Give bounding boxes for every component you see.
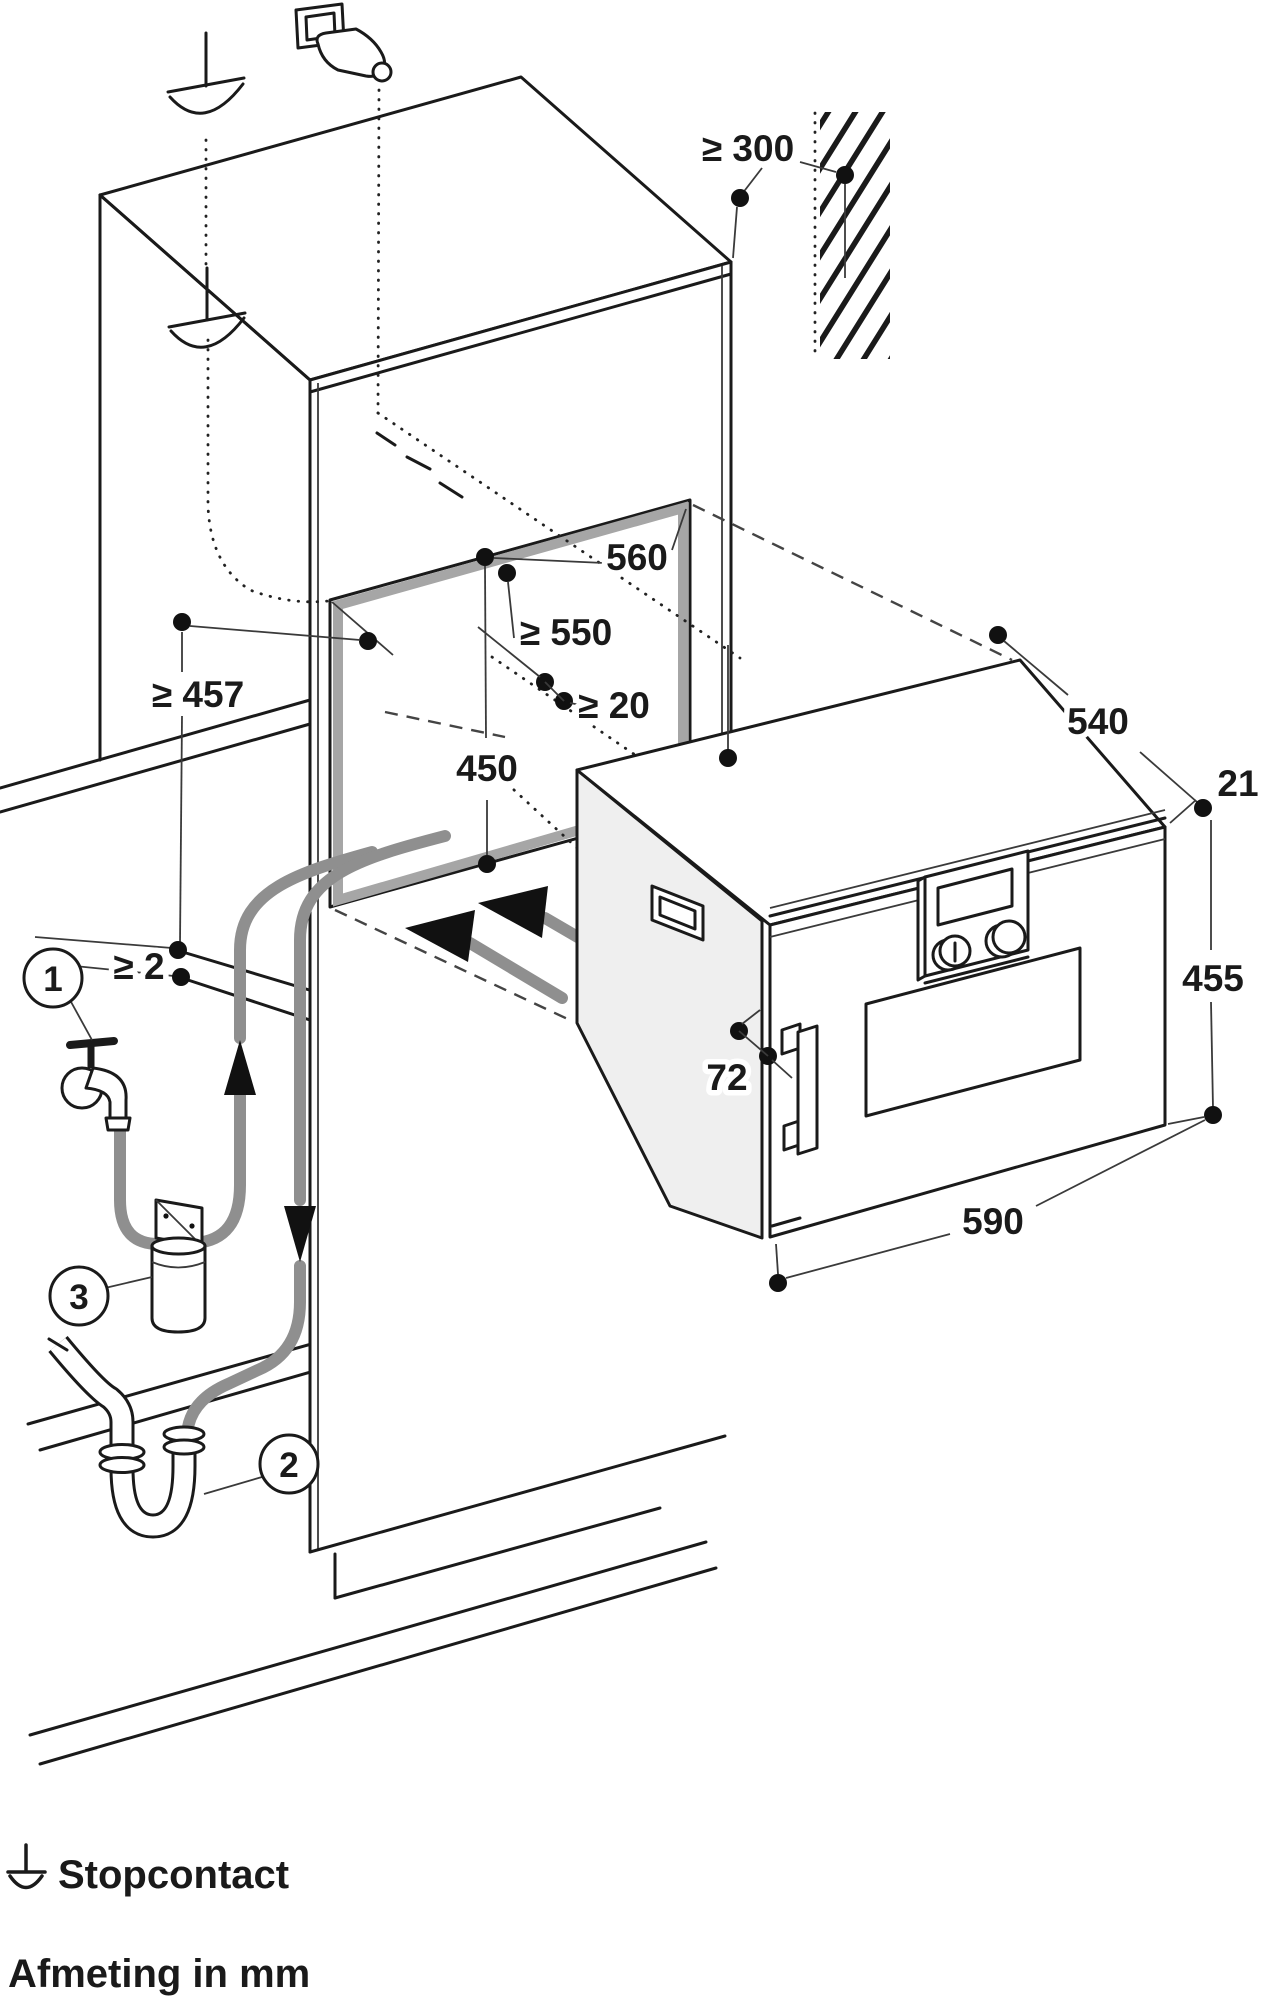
dimension-niche-depth: ≥ 550 bbox=[498, 564, 618, 659]
dim-label: 590 bbox=[962, 1201, 1024, 1242]
insert-arrows-icon bbox=[405, 886, 654, 1004]
dimension-appliance-depth: 540 bbox=[989, 626, 1198, 803]
dimension-niche-height: 450 bbox=[451, 565, 523, 873]
floor-line bbox=[38, 1566, 718, 1766]
dim-label: ≥ 20 bbox=[578, 685, 650, 726]
callout-water-filter: 3 bbox=[48, 1265, 153, 1327]
dimension-clearance-above: ≥ 300 bbox=[696, 123, 854, 278]
dim-label: 455 bbox=[1182, 958, 1244, 999]
dimension-appliance-height: 455 bbox=[1167, 820, 1249, 1125]
supply-hose bbox=[234, 846, 378, 1044]
electrical bbox=[166, 2, 742, 660]
flow-arrow-up-icon bbox=[224, 1040, 256, 1095]
door-handle bbox=[780, 1022, 819, 1156]
dim-label: 450 bbox=[456, 748, 518, 789]
drain-hose bbox=[181, 1260, 306, 1444]
display-window bbox=[936, 867, 1014, 927]
floor-line bbox=[28, 1540, 708, 1737]
control-panel bbox=[916, 849, 1030, 985]
dimension-front-overhang: 21 bbox=[1169, 758, 1264, 824]
dim-label: ≥ 550 bbox=[520, 612, 612, 653]
dimension-worktop-gap: ≥ 2 bbox=[108, 941, 190, 993]
knob-icon bbox=[991, 919, 1027, 955]
callout-number: 3 bbox=[69, 1278, 88, 1317]
oven-side-panel bbox=[575, 768, 764, 1240]
dimension-niche-width: 560 bbox=[476, 508, 687, 584]
dim-label: 21 bbox=[1217, 763, 1258, 804]
dim-label: 540 bbox=[1067, 701, 1129, 742]
legend-label: Stopcontact bbox=[58, 1853, 289, 1897]
door-glass bbox=[864, 946, 1082, 1118]
dimension-rear-edge bbox=[719, 645, 737, 767]
units-note: Afmeting in mm bbox=[8, 1952, 310, 1996]
siphon-icon bbox=[47, 1336, 206, 1539]
dimension-handle-depth: 72 bbox=[701, 1009, 793, 1104]
socket-symbol-icon bbox=[167, 266, 247, 349]
water-filter-icon bbox=[150, 1198, 207, 1334]
dimension-appliance-width: 590 bbox=[769, 1119, 1206, 1292]
callout-drain-siphon: 2 bbox=[203, 1433, 320, 1495]
power-plug-icon bbox=[294, 2, 393, 83]
plinth-line bbox=[333, 1506, 662, 1600]
flow-arrow-down-icon bbox=[284, 1206, 316, 1262]
side-grip-cutout bbox=[650, 884, 705, 942]
dim-label: 560 bbox=[606, 537, 668, 578]
cable-route bbox=[376, 411, 742, 660]
dim-label: 72 bbox=[706, 1057, 747, 1098]
legend: Stopcontact Afmeting in mm bbox=[3, 1843, 316, 2000]
drain-hose bbox=[294, 830, 451, 1206]
water-tap-icon bbox=[60, 1037, 132, 1132]
dim-label: ≥ 457 bbox=[152, 674, 244, 715]
socket-symbol-icon bbox=[6, 1843, 47, 1890]
dim-label: ≥ 300 bbox=[702, 128, 794, 169]
built-in-oven bbox=[575, 658, 1167, 1240]
wall-section bbox=[813, 111, 890, 360]
socket-symbol-icon bbox=[166, 31, 246, 115]
dimension-rear-clearance: ≥ 20 bbox=[477, 626, 655, 732]
dim-label: ≥ 2 bbox=[113, 946, 164, 987]
callout-number: 1 bbox=[43, 960, 62, 999]
cable-route bbox=[376, 88, 381, 415]
callout-water-tap: 1 bbox=[22, 947, 93, 1041]
dimension-height-above-worktop: ≥ 457 bbox=[146, 613, 377, 945]
callout-number: 2 bbox=[279, 1446, 298, 1485]
